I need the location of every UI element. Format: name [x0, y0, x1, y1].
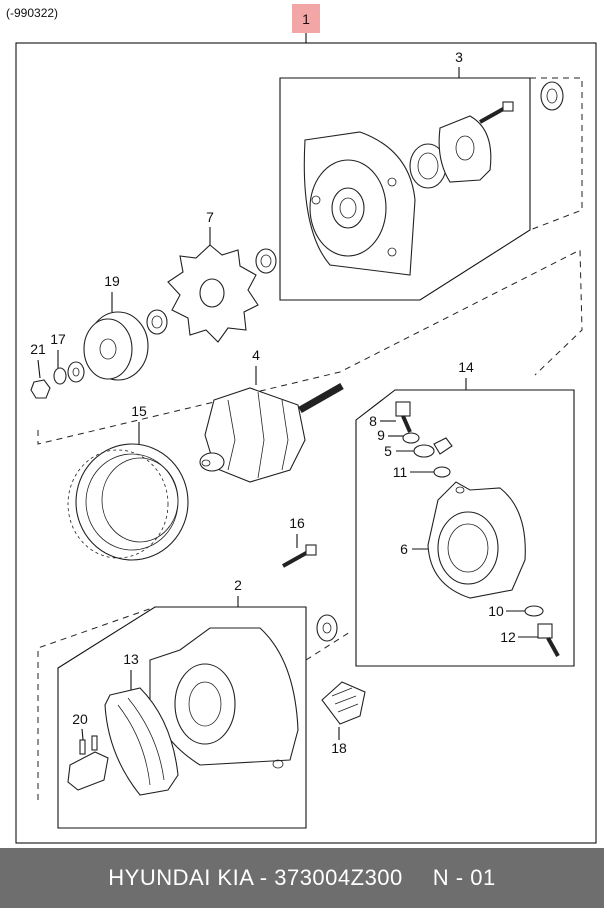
- rear-housing-box: [57, 606, 307, 829]
- callout-16: 16: [289, 515, 305, 531]
- callout-14: 15: [131, 403, 147, 419]
- retainer-screw: [479, 101, 514, 124]
- cooling-fan: [167, 244, 259, 343]
- rear-cover-box: [355, 389, 575, 667]
- pulley: [83, 311, 149, 381]
- fan-spacer: [255, 248, 277, 274]
- callout-6: 6: [400, 541, 408, 557]
- callout-8: 8: [369, 413, 377, 429]
- through-bolt: [282, 544, 317, 568]
- rear-washer: [316, 614, 338, 642]
- washer-11: [433, 466, 451, 478]
- callout-9: 9: [377, 427, 385, 443]
- main-ref-highlight: [292, 4, 320, 33]
- assembly-frame: [15, 42, 597, 844]
- revision-code: (-990322): [6, 6, 58, 20]
- footer-part-number: HYUNDAI KIA - 373004Z300: [108, 865, 403, 890]
- stator: [67, 443, 189, 561]
- callout-20: 20: [72, 711, 88, 727]
- main-ref-label: 1: [302, 11, 310, 27]
- callout-18: 18: [331, 740, 347, 756]
- front-spacer: [540, 81, 564, 111]
- callout-21: 21: [30, 341, 46, 357]
- rear-housing: [149, 627, 299, 769]
- bearing-retainer: [438, 115, 492, 183]
- terminal-bolt: [395, 401, 412, 433]
- alternator-exploded-diagram: (-990322) 1 3 7: [6, 4, 597, 844]
- brush-holder: [67, 735, 109, 791]
- callout-7: 7: [206, 209, 214, 225]
- callout-11: 11: [393, 464, 408, 480]
- regulator: [321, 681, 366, 725]
- front-housing-box: [279, 77, 531, 301]
- footer-page: N - 01: [432, 865, 496, 890]
- rectifier: [104, 687, 179, 796]
- callout-19: 19: [104, 273, 120, 289]
- callout-15: 13: [123, 651, 139, 667]
- insulator-5: [413, 444, 435, 458]
- washer-small: [67, 361, 85, 383]
- washer-9: [402, 432, 420, 444]
- callout-13: 14: [458, 359, 474, 375]
- washer-10: [524, 605, 544, 617]
- callout-17: 17: [50, 331, 66, 347]
- pulley-spacer: [146, 309, 168, 335]
- callout-3: 3: [455, 49, 463, 65]
- callout-2: 2: [234, 577, 242, 593]
- terminal-clip: [433, 437, 453, 455]
- rotor: [199, 382, 344, 483]
- rear-cover: [427, 481, 526, 599]
- pulley-nut: [30, 379, 51, 399]
- lock-washer: [53, 367, 67, 385]
- callout-12: 12: [500, 629, 516, 645]
- front-housing: [303, 131, 416, 276]
- footer-bar: HYUNDAI KIA - 373004Z300 N - 01: [0, 848, 604, 908]
- callout-10: 10: [488, 603, 504, 619]
- callout-4: 4: [252, 347, 260, 363]
- callout-5: 5: [384, 443, 392, 459]
- terminal-stud: [537, 623, 560, 657]
